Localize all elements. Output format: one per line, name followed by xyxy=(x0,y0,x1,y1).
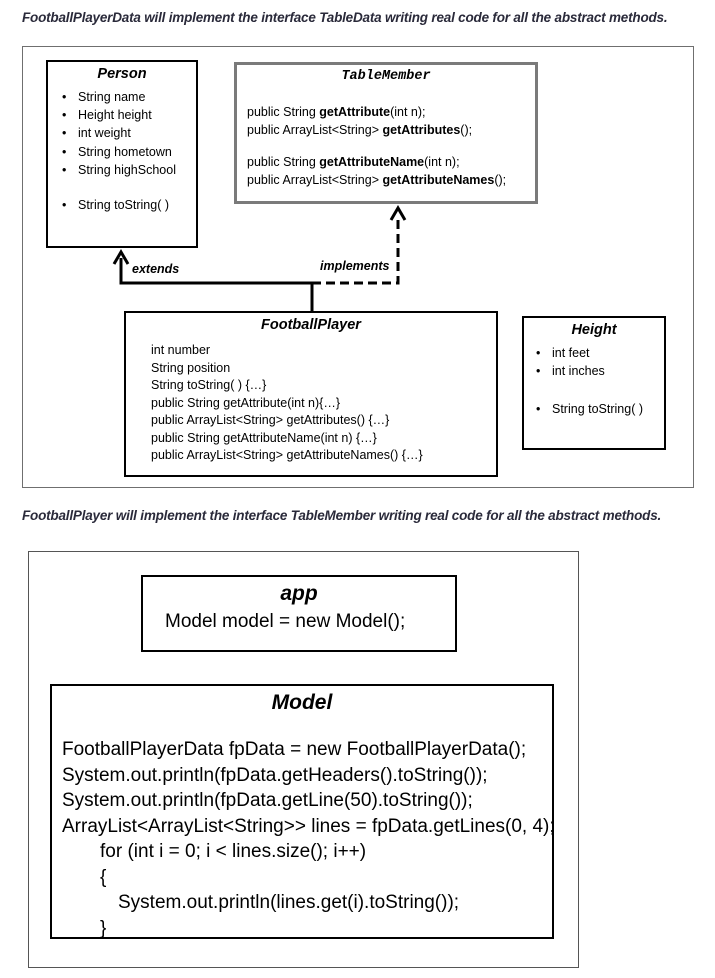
height-field: int feet xyxy=(530,344,605,362)
table-member-interface-box: TableMember public String getAttribute(i… xyxy=(234,62,538,204)
model-box: Model FootballPlayerData fpData = new Fo… xyxy=(50,684,555,941)
extends-arrowhead xyxy=(112,249,130,265)
middle-caption: FootballPlayer will implement the interf… xyxy=(22,508,662,523)
table-member-method: public String getAttributeName(int n); xyxy=(247,155,460,169)
model-code-line: } xyxy=(100,917,107,939)
top-caption: FootballPlayerData will implement the in… xyxy=(22,10,668,25)
table-member-method: public String getAttribute(int n); xyxy=(247,105,426,119)
height-class-title: Height xyxy=(571,322,617,338)
model-code-line: System.out.println(fpData.getHeaders().t… xyxy=(62,764,488,786)
height-methods: String toString( ) xyxy=(530,400,643,418)
height-class-box: Height int feet int inches String toStri… xyxy=(522,316,666,450)
person-methods: String toString( ) xyxy=(56,196,169,214)
model-code-line: { xyxy=(100,866,107,888)
implements-label: implements xyxy=(320,259,390,273)
height-field: int inches xyxy=(530,362,605,380)
person-field: String name xyxy=(56,88,176,106)
football-player-member: public String getAttribute(int n){…} xyxy=(151,395,340,410)
app-box: app Model model = new Model(); xyxy=(141,575,457,652)
model-code-line: for (int i = 0; i < lines.size(); i++) xyxy=(100,841,367,862)
football-player-member: public ArrayList<String> getAttributeNam… xyxy=(151,448,423,462)
football-player-member: String toString( ) {…} xyxy=(151,378,267,392)
football-player-member: public ArrayList<String> getAttributes()… xyxy=(151,413,390,427)
football-player-member: String position xyxy=(151,360,231,375)
model-code-line: System.out.println(lines.get(i).toString… xyxy=(118,892,460,913)
model-code: FootballPlayerData fpData = new Football… xyxy=(62,737,555,941)
football-player-class-title: FootballPlayer xyxy=(261,317,361,333)
model-title: Model xyxy=(271,691,333,714)
person-field: String highSchool xyxy=(56,161,176,179)
football-player-class-box: FootballPlayer int number String positio… xyxy=(124,311,498,477)
height-fields: int feet int inches xyxy=(530,344,605,381)
person-fields: String name Height height int weight Str… xyxy=(56,88,176,179)
extends-label: extends xyxy=(132,262,180,276)
app-title: app xyxy=(280,582,318,605)
person-class-title: Person xyxy=(97,66,147,82)
implements-arrowhead xyxy=(389,205,407,221)
football-player-members: int number String position String toStri… xyxy=(151,342,423,465)
football-player-member: int number xyxy=(151,343,211,357)
app-code-line: Model model = new Model(); xyxy=(165,611,406,632)
model-code-line: System.out.println(fpData.getLine(50).to… xyxy=(62,790,473,811)
model-code-line: FootballPlayerData fpData = new Football… xyxy=(62,739,527,760)
table-member-method: public ArrayList<String> getAttributes()… xyxy=(247,123,473,137)
model-code-line: ArrayList<ArrayList<String>> lines = fpD… xyxy=(62,815,555,837)
table-member-method: public ArrayList<String> getAttributeNam… xyxy=(247,173,507,187)
person-method: String toString( ) xyxy=(56,196,169,214)
table-member-methods: public String getAttribute(int n); publi… xyxy=(247,103,506,189)
person-field: String hometown xyxy=(56,143,176,161)
football-player-member: public String getAttributeName(int n) {…… xyxy=(151,430,377,445)
table-member-title: TableMember xyxy=(341,69,431,84)
person-class-box: Person String name Height height int wei… xyxy=(46,60,198,248)
person-field: int weight xyxy=(56,124,176,142)
implements-line xyxy=(312,218,400,285)
person-field: Height height xyxy=(56,106,176,124)
height-method: String toString( ) xyxy=(530,400,643,418)
extends-line xyxy=(119,258,314,311)
